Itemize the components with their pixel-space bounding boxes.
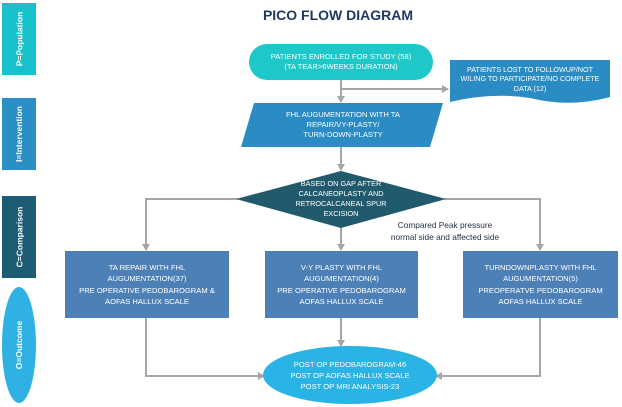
compared-note-line-1: Compared Peak pressure	[397, 220, 493, 230]
decision-node: BASED ON GAP AFTER CALCANEOPLASTY AND RE…	[271, 176, 411, 222]
vy-plasty-line-4: AOFAS HALLUX SCALE	[299, 297, 384, 306]
enrolled-line-2: (TA TEAR>6WEEKS DURATION)	[284, 62, 398, 71]
outcome-side-label: O=Outcome	[14, 320, 25, 370]
comparison-side-label: C=Comparison	[14, 206, 25, 268]
intervention-node: FHL AUGUMENTATION WITH TA REPAIR/VY-PLAS…	[258, 103, 428, 147]
turndown-line-2: AUGUMENTATION(5)	[503, 274, 578, 283]
ta-repair-line-3: PRE OPERATIVE PEDOBAROGRAM &	[79, 285, 215, 295]
decision-node-shape	[236, 171, 446, 228]
intervention-node-shape	[241, 103, 443, 147]
intervention-side-label: I=Intervention	[14, 106, 24, 162]
ta-repair-line-4: AOFAS HALLUX SCALE	[105, 297, 189, 306]
enrolled-line-1: PATIENTS ENROLLED FOR STUDY (58)	[270, 52, 412, 61]
outcome-node-shape	[263, 346, 437, 404]
decision-line-4: EXCISION	[323, 209, 359, 218]
enrolled-node-shape	[249, 44, 433, 80]
lost-line-3: DATA (12)	[513, 83, 547, 93]
intervention-side-band	[2, 98, 36, 170]
page-title: PICO FLOW DIAGRAM	[262, 7, 414, 23]
arrow-decision-to-turndown	[444, 198, 544, 251]
ta-repair-line-1: TA REPAIR WITH FHL	[108, 262, 186, 272]
population-side-label: P=Population	[14, 11, 25, 67]
lost-followup-node-shape	[450, 60, 610, 103]
population-side-band	[2, 3, 36, 75]
outcome-line-1: POST OP PEDOBAROGRAM-46	[293, 359, 407, 369]
turndown-node: TURNDOWNPLASTY WITH FHL AUGUMENTATION(5)…	[463, 251, 618, 318]
decision-line-2: CALCANEOPLASTY AND	[298, 189, 384, 198]
enrolled-node: PATIENTS ENROLLED FOR STUDY (58) (TA TEA…	[249, 44, 433, 80]
outcome-side-band	[2, 287, 36, 403]
intervention-line-2: REPAIR/VY-PLASTY/	[306, 120, 380, 129]
vy-plasty-node: V-Y PLASTY WITH FHL AUGUMENTATION(4) PRE…	[265, 251, 418, 318]
compared-note: Compared Peak pressure normal side and a…	[380, 218, 510, 244]
lost-followup-node: PATIENTS LOST TO FOLLOWUP/NOT WILING TO …	[450, 60, 610, 98]
ta-repair-line-2: AUGUMENTATION(37)	[107, 274, 187, 283]
outcome-node: POST OP PEDOBAROGRAM-46 POST OP AOFAS HA…	[273, 352, 427, 398]
outcome-line-3: POST OP MRI ANALYSIS-23	[300, 381, 400, 391]
outcome-line-2: POST OP AOFAS HALLUX SCALE	[290, 370, 410, 380]
turndown-line-3: PREOPERATVE PEDOBAROGRAM	[478, 285, 603, 295]
lost-line-1: PATIENTS LOST TO FOLLOWUP/NOT	[467, 64, 593, 74]
intervention-line-3: TURN-DOWN-PLASTY	[303, 130, 383, 139]
comparison-side-band	[2, 196, 36, 278]
decision-line-3: RETROCALCANEAL SPUR	[295, 199, 387, 208]
compared-note-line-2: normal side and affected side	[390, 232, 500, 242]
arrow-ta-repair-to-outcome	[145, 318, 265, 380]
intervention-line-1: FHL AUGUMENTATION WITH TA	[286, 110, 400, 119]
vy-plasty-line-2: AUGUMENTATION(4)	[304, 274, 379, 283]
arrow-decision-to-ta-repair	[142, 198, 238, 251]
turndown-line-1: TURNDOWNPLASTY WITH FHL	[484, 262, 597, 272]
turndown-line-4: AOFAS HALLUX SCALE	[498, 297, 583, 306]
vy-plasty-node-shape	[265, 251, 418, 318]
arrow-turndown-to-outcome	[435, 318, 541, 380]
vy-plasty-line-3: PRE OPERATIVE PEDOBAROGRAM	[277, 285, 406, 295]
ta-repair-node-shape	[65, 251, 229, 318]
decision-line-1: BASED ON GAP AFTER	[300, 179, 382, 188]
vy-plasty-line-1: V-Y PLASTY WITH FHL	[300, 262, 383, 272]
lost-line-2: WILING TO PARTICIPATE/NO COMPLETE	[460, 74, 600, 84]
ta-repair-node: TA REPAIR WITH FHL AUGUMENTATION(37) PRE…	[65, 251, 229, 318]
turndown-node-shape	[463, 251, 618, 318]
